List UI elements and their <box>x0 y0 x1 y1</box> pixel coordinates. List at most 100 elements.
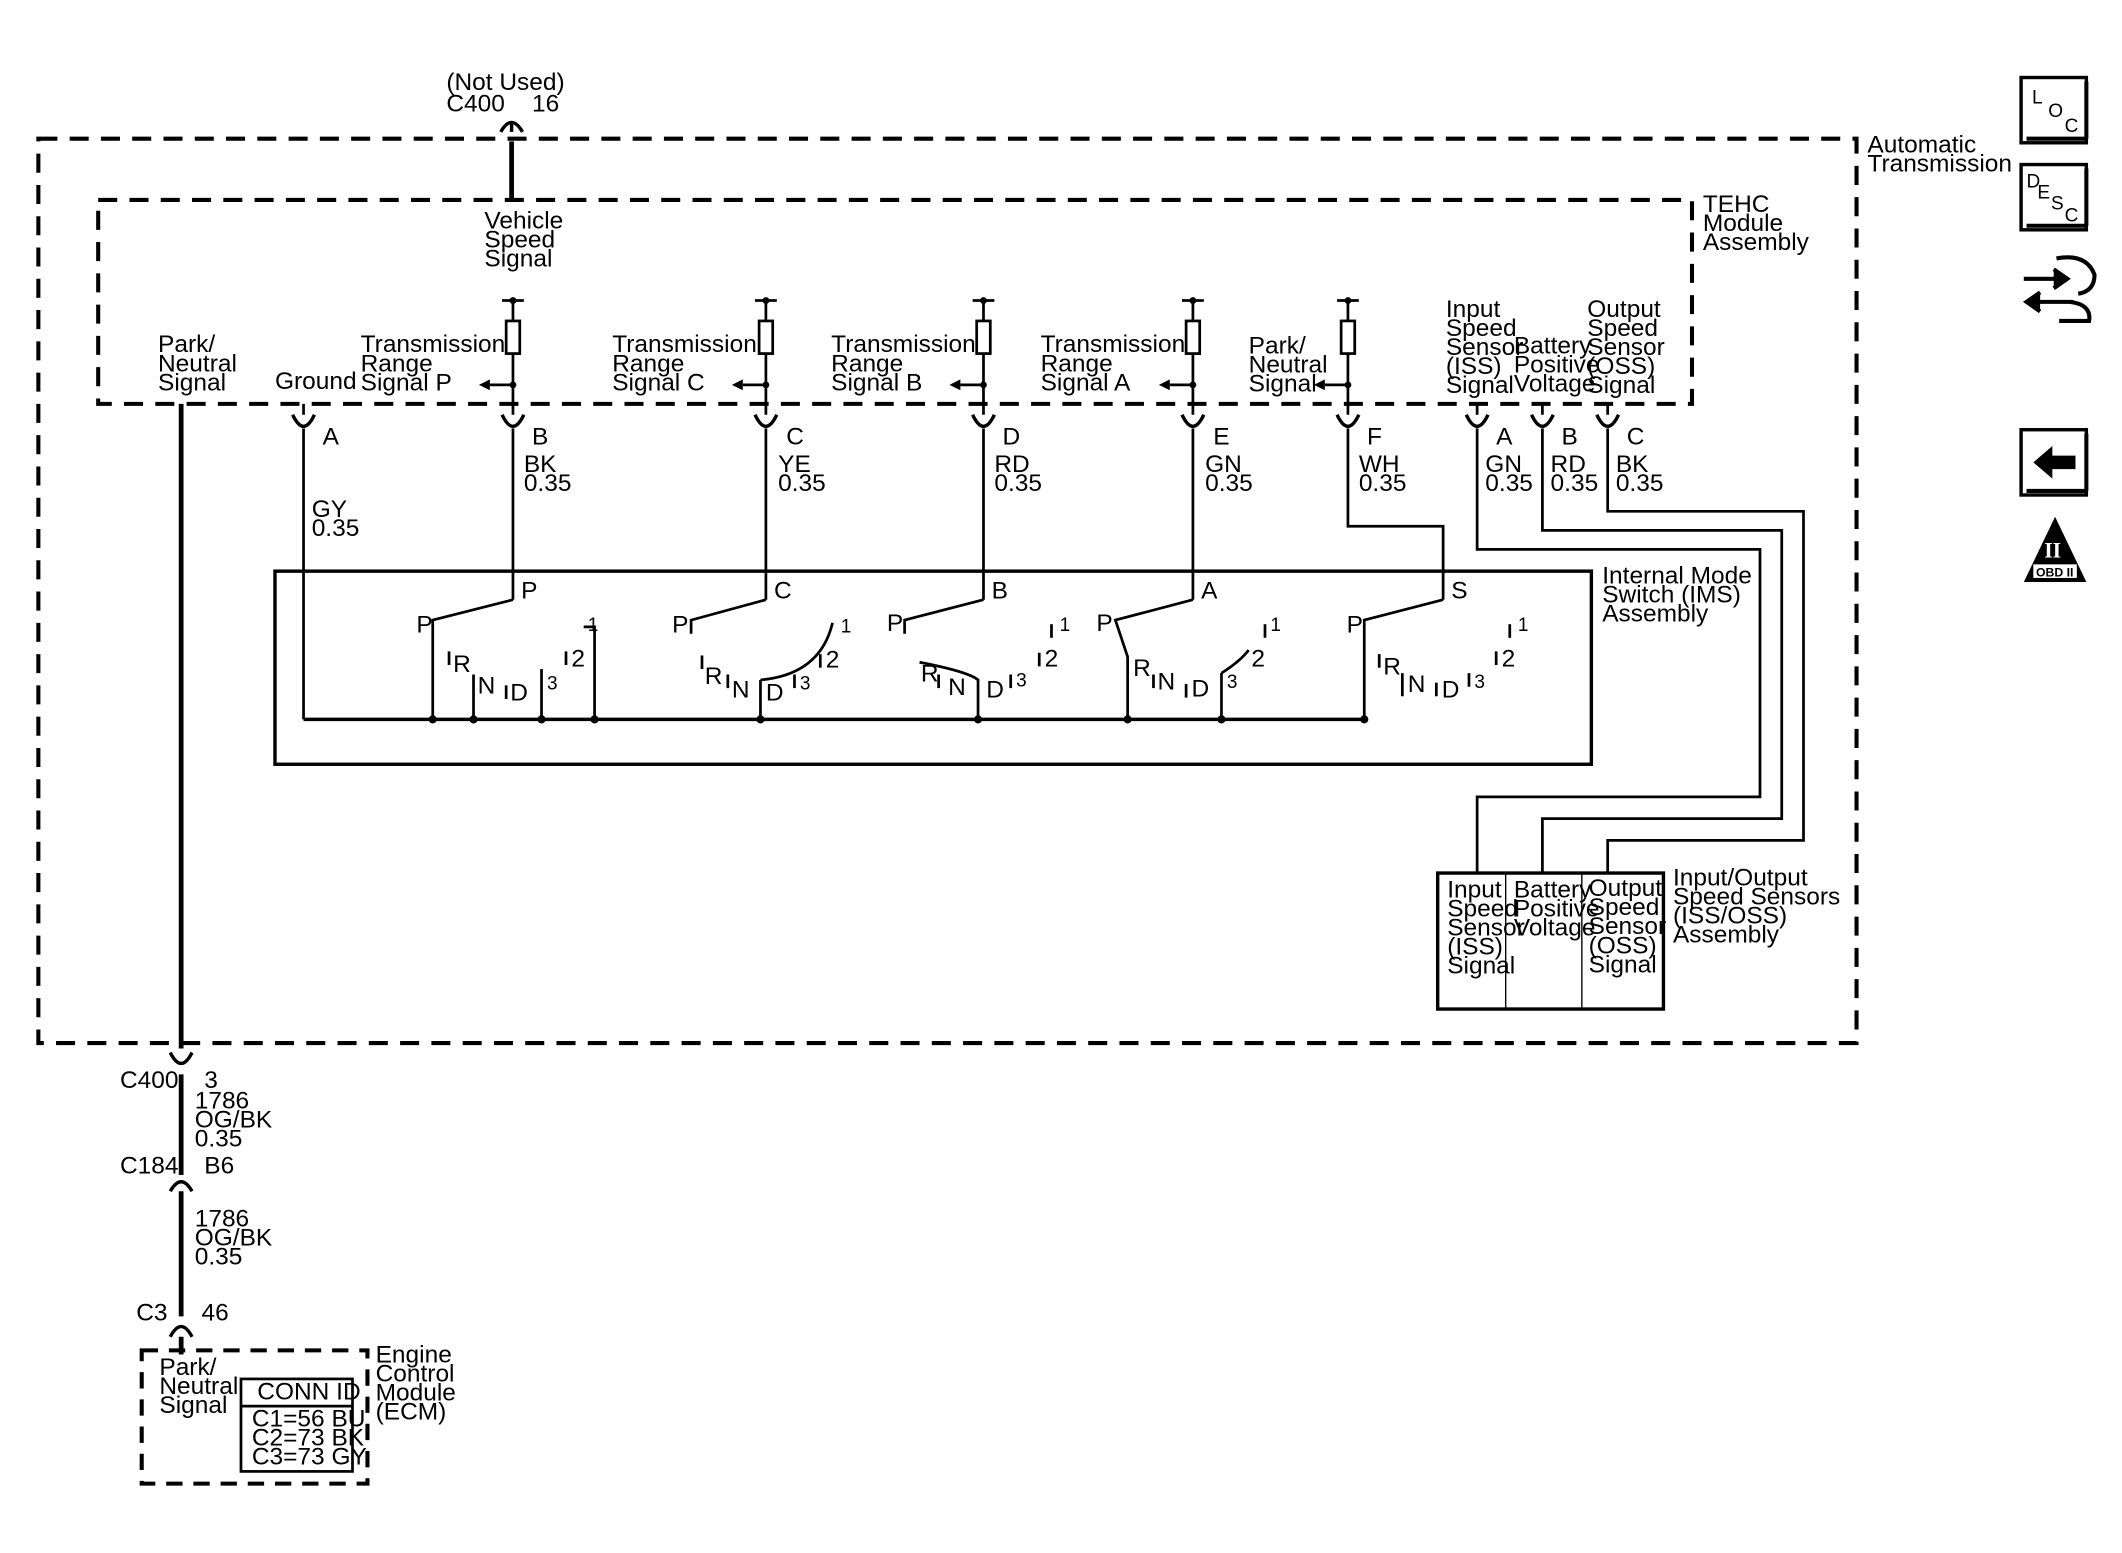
wire-1786-lower: 1786 OG/BK 0.35 <box>195 1206 279 1271</box>
gear-1-1: 1 <box>588 615 599 636</box>
switch-b <box>903 598 1053 720</box>
tehc-label: TEHC Module Assembly <box>1703 191 1810 256</box>
gear-n-2: N <box>732 677 750 704</box>
bpv-label: Battery Positive Voltage <box>1514 333 1607 398</box>
io-sensors-label: Input/Output Speed Sensors (ISS/OSS) Ass… <box>1673 864 1847 948</box>
gear-p-3: P <box>887 610 903 637</box>
pullup-circuit-b <box>478 297 524 415</box>
pin-b-letter: B <box>532 424 548 451</box>
gear-3-4: 3 <box>1227 672 1238 693</box>
c184-connector-icon <box>168 1180 194 1193</box>
pin-c-wire: YE 0.35 <box>778 451 826 497</box>
wrench-arrows-icon <box>2022 255 2097 323</box>
loc-letter-c: C <box>2065 116 2079 137</box>
c3-pin: 46 <box>202 1299 229 1326</box>
switch-s <box>1362 598 1512 720</box>
obd-ii-text: OBD II <box>2036 566 2073 580</box>
pin-a-connector-icon <box>291 414 316 428</box>
pin-a-letter: A <box>323 424 340 451</box>
pin-e-letter: E <box>1213 424 1229 451</box>
location-button[interactable]: L O C <box>2019 75 2089 145</box>
wire-oss-bk <box>1606 428 1805 874</box>
pin-e-wire: GN 0.35 <box>1205 451 1253 497</box>
io-speed-sensor-box <box>1435 871 1666 1011</box>
gear-n-5: N <box>1408 671 1426 698</box>
conn-id-row-2: C2=73 BK <box>252 1425 365 1452</box>
pin-f-letter: F <box>1367 424 1382 451</box>
gear-n-4: N <box>1158 668 1176 695</box>
pullup-circuit-e <box>1158 297 1204 415</box>
gear-2-1: 2 <box>571 645 585 672</box>
c3-name: C3 <box>136 1299 167 1326</box>
pin-d-wire: RD 0.35 <box>994 451 1042 497</box>
gear-p-2: P <box>672 611 688 638</box>
pin-iss-letter: A <box>1496 424 1513 451</box>
loc-letter-l: L <box>2032 87 2043 108</box>
trs-c-label: Transmission Range Signal C <box>612 331 763 396</box>
gear-3-3: 3 <box>1016 671 1027 692</box>
tehc-module-frame <box>96 197 1695 406</box>
gear-d-4: D <box>1192 675 1210 702</box>
switch-head-b: B <box>992 577 1008 604</box>
ground-label: Ground <box>275 368 357 395</box>
pin-c-connector-icon <box>753 414 779 428</box>
automatic-transmission-frame <box>36 136 1859 1046</box>
desc-letter-c: C <box>2065 206 2079 227</box>
pin-c-letter: C <box>786 424 804 451</box>
description-button[interactable]: D E S C <box>2019 162 2089 232</box>
obd-ii-roman: II <box>2044 539 2061 563</box>
switch-p <box>431 598 596 720</box>
gear-p-4: P <box>1096 610 1112 637</box>
automatic-transmission-label: Automatic Transmission <box>1867 131 2012 177</box>
wire-bpv-rd <box>1541 428 1784 874</box>
obd-ii-button[interactable]: II OBD II <box>2023 516 2087 583</box>
gear-1-3: 1 <box>1060 615 1071 636</box>
gear-d-2: D <box>766 679 784 706</box>
pullup-circuit-f <box>1313 297 1359 415</box>
gear-2-2: 2 <box>826 647 840 674</box>
gear-1-5: 1 <box>1518 615 1529 636</box>
pn-signal-left-label: Park/ Neutral Signal <box>158 331 244 396</box>
gear-d-3: D <box>986 677 1004 704</box>
ecm-frame <box>139 1348 370 1486</box>
pin-oss-letter: C <box>1627 424 1645 451</box>
pin-b-connector-icon <box>500 414 526 428</box>
connector-service-button[interactable] <box>2022 255 2097 323</box>
switch-head-p: P <box>521 577 537 604</box>
gear-p-1: P <box>416 611 432 638</box>
iss-signal-label: Input Speed Sensor (ISS) Signal <box>1446 296 1530 399</box>
pin-iss-wire: GN 0.35 <box>1485 451 1533 497</box>
c184-name: C184 <box>120 1153 179 1180</box>
gear-r-5: R <box>1383 654 1401 681</box>
top-c400-name: C400 <box>446 91 505 118</box>
pin-f-connector-icon <box>1335 414 1361 428</box>
conn-id-table <box>239 1377 354 1473</box>
gear-2-4: 2 <box>1251 645 1265 672</box>
pullup-circuit-c <box>731 297 777 415</box>
oss-signal-label: Output Speed Sensor (OSS) Signal <box>1587 296 1671 399</box>
conn-id-row-1: C1=56 BU <box>252 1406 366 1433</box>
gear-n-1: N <box>478 673 496 700</box>
gear-3-2: 3 <box>800 673 811 694</box>
desc-letter-e: E <box>2037 183 2050 204</box>
gear-r-1: R <box>453 651 471 678</box>
pin-bpv-connector-icon <box>1529 414 1555 428</box>
gear-r-2: R <box>705 663 723 690</box>
pin-oss-wire: BK 0.35 <box>1616 451 1664 497</box>
bottom-c400-name: C400 <box>120 1067 179 1094</box>
pin-bpv-wire: RD 0.35 <box>1551 451 1599 497</box>
gear-1-4: 1 <box>1270 615 1281 636</box>
conn-id-row-3: C3=73 GY <box>252 1444 367 1471</box>
back-button[interactable] <box>2019 428 2089 497</box>
conn-id-header: CONN ID <box>257 1378 360 1405</box>
left-arrow-icon <box>2033 446 2076 479</box>
bottom-c400-connector-icon <box>168 1051 194 1066</box>
gear-p-5: P <box>1347 611 1363 638</box>
gear-r-4: R <box>1133 655 1151 682</box>
trs-b-label: Transmission Range Signal B <box>831 331 982 396</box>
ecm-label: Engine Control Module (ECM) <box>376 1342 463 1426</box>
trs-a-label: Transmission Range Signal A <box>1041 331 1192 396</box>
sensor-bpv-label: Battery Positive Voltage <box>1514 877 1607 942</box>
pin-d-connector-icon <box>971 414 996 428</box>
